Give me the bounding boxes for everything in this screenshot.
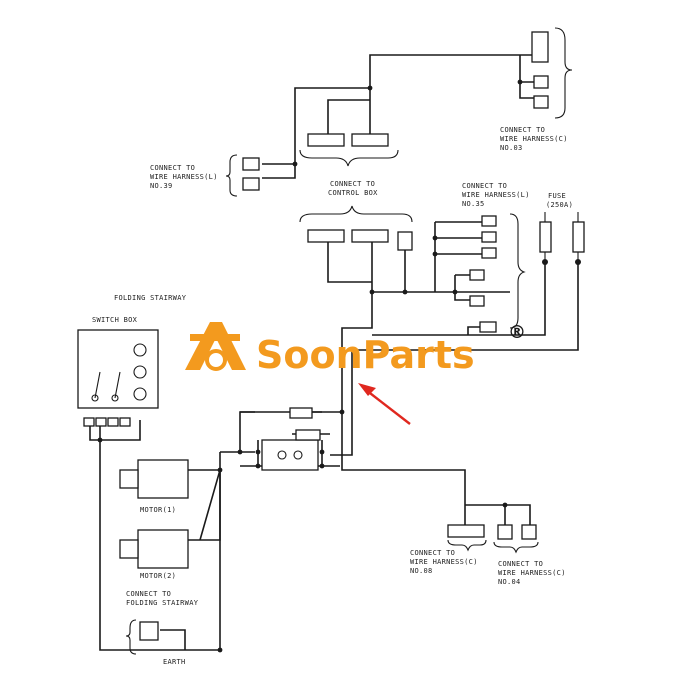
- fuse-250a: [539, 221, 552, 253]
- fuse-250a: [572, 221, 585, 253]
- connect-folding-line1: CONNECT TO: [126, 590, 171, 598]
- terminal: [107, 417, 119, 427]
- connector-plug: [469, 295, 485, 307]
- registered-mark: ®: [508, 322, 526, 343]
- watermark: SoonParts ®: [185, 322, 526, 377]
- wh-l-39-line2: WIRE HARNESS(L): [150, 173, 218, 181]
- terminal: [83, 417, 95, 427]
- fuse-line2: (250A): [546, 201, 573, 209]
- terminal: [119, 417, 131, 427]
- folding-stairway-label: FOLDING STAIRWAY: [114, 294, 187, 302]
- control-box-line2: CONTROL BOX: [328, 189, 378, 197]
- fuse-line1: FUSE: [548, 192, 566, 200]
- earth-label: EARTH: [163, 658, 186, 666]
- motor-2-shaft: [119, 539, 139, 559]
- wh-c-04-line3: NO.04: [498, 578, 521, 586]
- control-box-connector: [351, 229, 389, 243]
- labels: CONNECT TO WIRE HARNESS(C) NO.03 CONNECT…: [92, 126, 573, 666]
- motor2-label: MOTOR(2): [140, 572, 176, 580]
- wh-c-04-line1: CONNECT TO: [498, 560, 543, 568]
- control-box-connector: [307, 229, 345, 243]
- wh-c-08-line3: NO.08: [410, 567, 433, 575]
- wire-harness-c-08-connector: [447, 524, 485, 538]
- connector-plug: [533, 95, 549, 109]
- folding-stairway-connector: [139, 621, 159, 641]
- connector-plug: [481, 231, 497, 243]
- connector-plug: [479, 321, 497, 333]
- wh-c-08-line1: CONNECT TO: [410, 549, 455, 557]
- switch-box-label: SWITCH BOX: [92, 316, 138, 324]
- red-arrow-icon: [358, 383, 411, 425]
- control-box-connector: [351, 133, 389, 147]
- connector-plug: [295, 429, 321, 441]
- wh-l-39-line1: CONNECT TO: [150, 164, 195, 172]
- motor-1-shaft: [119, 469, 139, 489]
- connector-plug: [481, 215, 497, 227]
- connect-folding-line2: FOLDING STAIRWAY: [126, 599, 199, 607]
- wh-c-08-line2: WIRE HARNESS(C): [410, 558, 478, 566]
- connector-plug: [481, 247, 497, 259]
- wh-c-03-line2: WIRE HARNESS(C): [500, 135, 568, 143]
- excavator-gear-logo-icon: [185, 322, 246, 371]
- connector-plug: [289, 407, 313, 419]
- motor1-label: MOTOR(1): [140, 506, 176, 514]
- motor-2: [137, 529, 189, 569]
- connector-plug: [242, 157, 260, 171]
- braces: [125, 27, 573, 655]
- harness-connector-large: [531, 31, 549, 63]
- connector-plug: [533, 75, 549, 89]
- wh-l-35-line1: CONNECT TO: [462, 182, 507, 190]
- wh-c-03-line1: CONNECT TO: [500, 126, 545, 134]
- connector-plug: [242, 177, 260, 191]
- connector-small: [397, 231, 413, 251]
- control-box-line1: CONNECT TO: [330, 180, 375, 188]
- wh-l-35-line2: WIRE HARNESS(L): [462, 191, 530, 199]
- relay-block: [261, 439, 319, 471]
- brand-name: SoonParts: [256, 333, 475, 377]
- connector-plug: [497, 524, 513, 540]
- wh-c-03-line3: NO.03: [500, 144, 523, 152]
- motor-1: [137, 459, 189, 499]
- control-box-connector: [307, 133, 345, 147]
- connector-plug: [469, 269, 485, 281]
- connector-plug: [521, 524, 537, 540]
- wh-l-35-line3: NO.35: [462, 200, 485, 208]
- terminal: [95, 417, 107, 427]
- wh-c-04-line2: WIRE HARNESS(C): [498, 569, 566, 577]
- connectors: [77, 31, 585, 641]
- wh-l-39-line3: NO.39: [150, 182, 173, 190]
